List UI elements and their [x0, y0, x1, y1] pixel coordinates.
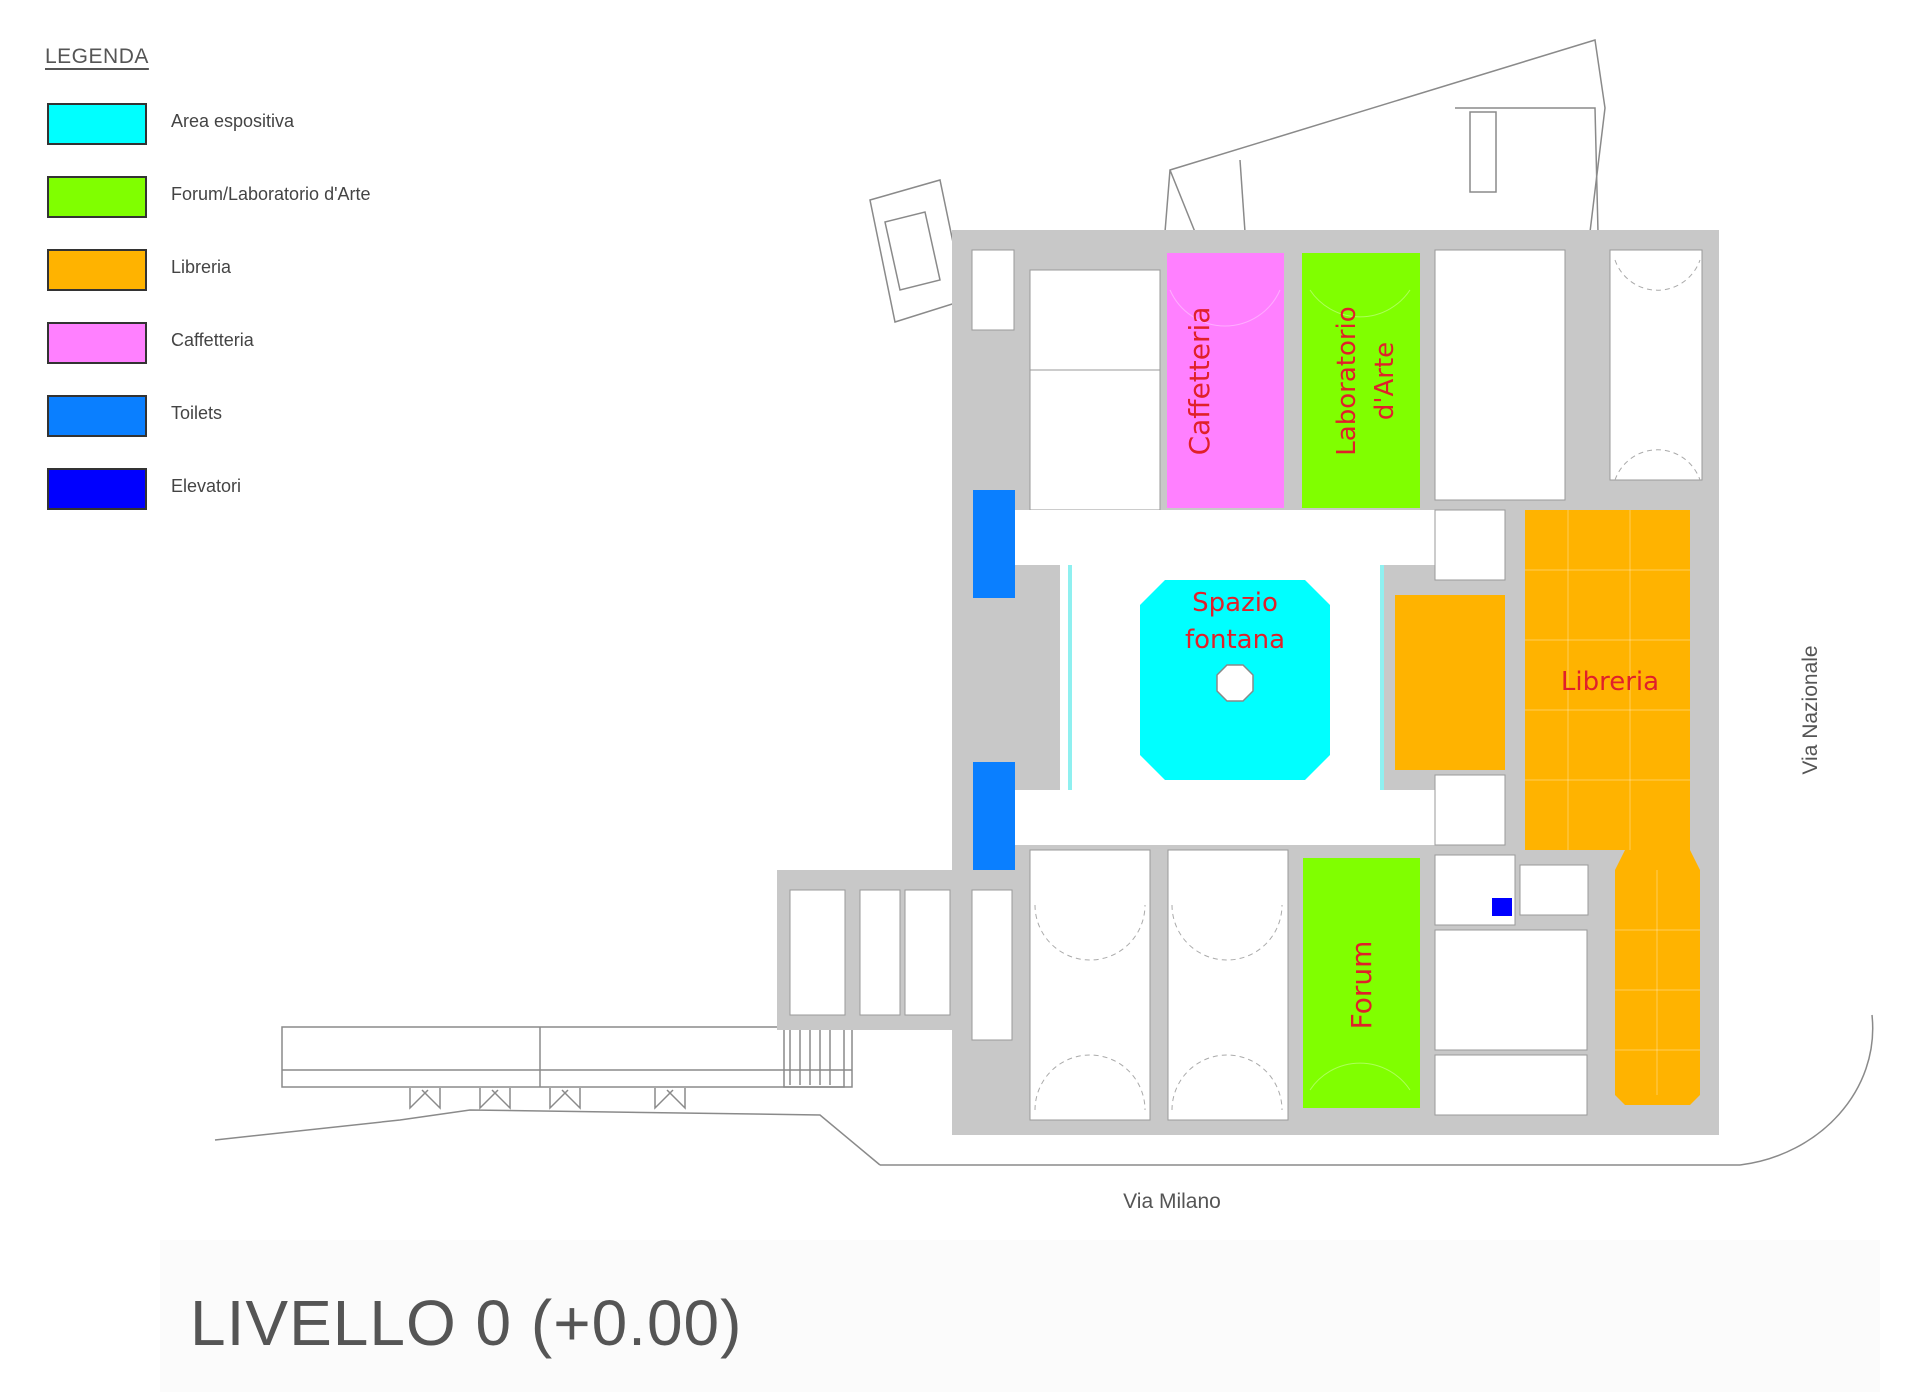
- legend-item-toilets: Toilets: [45, 395, 465, 468]
- area-forum: [1303, 858, 1420, 1108]
- legend-item-caffetteria: Caffetteria: [45, 322, 465, 395]
- legend-label: Libreria: [171, 257, 232, 277]
- street-label-via-nazionale: Via Nazionale: [1799, 645, 1822, 774]
- area-toilets-lower: [973, 762, 1015, 870]
- legend-label: Caffetteria: [171, 330, 254, 350]
- legend: LEGENDA Area espositiva Forum/Laboratori…: [45, 45, 465, 541]
- area-toilets-upper: [973, 490, 1015, 598]
- fountain-center: [1216, 664, 1254, 702]
- area-libreria-large: [1525, 510, 1700, 1105]
- street-label-via-milano: Via Milano: [1123, 1190, 1221, 1213]
- fountain-side-strips: [1068, 565, 1384, 790]
- exterior-outlines: [214, 39, 1874, 1166]
- legend-item-forum: Forum/Laboratorio d'Arte: [45, 176, 465, 249]
- room-label-libreria: Libreria: [1561, 667, 1659, 697]
- title-band: LIVELLO 0 (+0.00): [160, 1240, 1880, 1392]
- legend-swatch-elevatori: [47, 468, 147, 510]
- room-label-spazio-line1: Spazio: [1192, 588, 1278, 618]
- legend-title: LEGENDA: [45, 45, 149, 68]
- legend-label: Forum/Laboratorio d'Arte: [171, 184, 371, 204]
- area-elevator: [1492, 898, 1512, 916]
- legend-item-elevatori: Elevatori: [45, 468, 465, 541]
- legend-swatch-forum: [47, 176, 147, 218]
- colored-areas: [973, 253, 1700, 1108]
- legend-item-libreria: Libreria: [45, 249, 465, 322]
- room-label-forum: Forum: [1345, 941, 1378, 1030]
- area-laboratorio: [1302, 253, 1420, 508]
- area-libreria-small: [1395, 595, 1505, 770]
- legend-swatch-libreria: [47, 249, 147, 291]
- legend-item-area-espositiva: Area espositiva: [45, 103, 465, 176]
- legend-label: Toilets: [171, 403, 223, 423]
- legend-label: Area espositiva: [171, 111, 295, 131]
- legend-swatch-area-espositiva: [47, 103, 147, 145]
- legend-swatch-toilets: [47, 395, 147, 437]
- room-label-laboratorio-line2: d'Arte: [1370, 342, 1400, 420]
- vault-arcs: [1034, 259, 1701, 1111]
- room-label-laboratorio-line1: Laboratorio: [1332, 306, 1362, 455]
- area-caffetteria: [1167, 253, 1284, 508]
- room-label-spazio-line2: fontana: [1185, 625, 1285, 655]
- level-title: LIVELLO 0 (+0.00): [190, 1287, 743, 1359]
- room-label-caffetteria: Caffetteria: [1183, 307, 1216, 456]
- floor-plan: Caffetteria Laboratorio d'Arte Spazio fo…: [214, 39, 1874, 1213]
- legend-label: Elevatori: [171, 476, 242, 496]
- area-grid-lines: [1169, 289, 1700, 1095]
- legend-swatch-caffetteria: [47, 322, 147, 364]
